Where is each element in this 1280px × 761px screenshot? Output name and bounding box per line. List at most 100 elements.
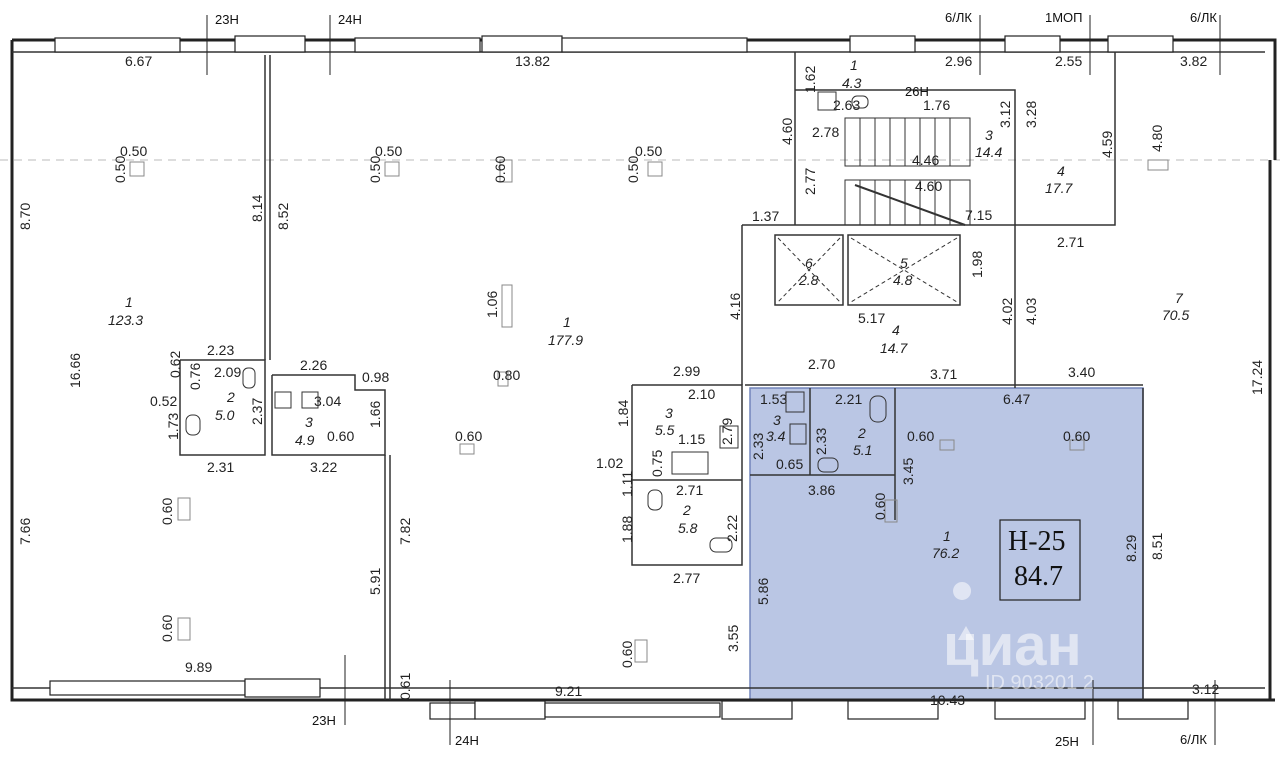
room-number: 3 <box>985 127 993 143</box>
dim-h: 0.60 <box>907 428 934 444</box>
axis-label-top-6lk-2: 6/ЛК <box>1190 10 1217 25</box>
dim-h: 1.53 <box>760 391 787 407</box>
room-area: 4.8 <box>893 272 913 288</box>
dim-h: 7.15 <box>965 207 992 223</box>
room-area: 17.7 <box>1045 180 1073 196</box>
dim-v: 0.60 <box>619 641 635 668</box>
dim-v: 8.70 <box>17 203 33 230</box>
axis-label-top-1mop: 1МОП <box>1045 10 1083 25</box>
dim-v: 4.02 <box>999 298 1015 325</box>
axis-markers <box>206 15 1221 745</box>
dim-v: 1.11 <box>619 471 635 497</box>
windows-top <box>54 35 1174 53</box>
dim-h: 2.99 <box>673 363 700 379</box>
dim-col-2: 0.50 <box>375 143 402 159</box>
dim-v: 1.73 <box>165 413 181 440</box>
unit-code: Н-25 <box>1008 526 1066 557</box>
unit-area: 84.7 <box>1014 561 1063 592</box>
dim-v: 17.24 <box>1249 360 1265 395</box>
watermark-logo-icon <box>953 582 974 640</box>
room-number: 5 <box>900 255 908 271</box>
dim-h: 2.26 <box>300 357 327 373</box>
dim-h: 0.60 <box>1063 428 1090 444</box>
dim-h: 2.78 <box>812 124 839 140</box>
axis-label-bottom-23n: 23Н <box>312 713 336 728</box>
dim-h: 0.60 <box>455 428 482 444</box>
dim-v: 5.86 <box>755 578 771 605</box>
axis-label-top-23n: 23Н <box>215 12 239 27</box>
dim-h: 2.77 <box>673 570 700 586</box>
dim-v: 0.50 <box>112 156 128 183</box>
room-number: 6 <box>805 255 813 271</box>
dim-v: 3.45 <box>900 458 916 485</box>
dim-h: 2.70 <box>808 356 835 372</box>
cian-watermark: циан ID 903201 2 <box>943 582 1094 694</box>
room-number: 3 <box>665 405 673 421</box>
stairs <box>844 117 971 226</box>
dim-v: 2.33 <box>813 428 829 455</box>
dim-top-5: 3.82 <box>1180 53 1207 69</box>
dim-v: 1.62 <box>802 66 818 93</box>
room-number: 2 <box>226 389 235 405</box>
interior-walls <box>179 52 1144 700</box>
dim-h: 2.10 <box>688 386 715 402</box>
dim-v: 2.22 <box>724 515 740 542</box>
dim-v: 4.60 <box>779 118 795 145</box>
plumbing-fixtures <box>185 91 887 553</box>
room-area: 76.2 <box>932 545 959 561</box>
dim-v: 7.66 <box>17 518 33 545</box>
dim-h: 10.43 <box>930 692 965 708</box>
horizontal-dimensions: 2.23 2.09 0.52 2.31 2.26 3.04 0.98 0.60 … <box>150 97 1219 708</box>
vertical-dimensions: 8.70 8.14 8.52 16.66 7.66 1.06 4.16 4.60… <box>17 66 1265 700</box>
axis-label-bottom-25n: 25Н <box>1055 734 1079 749</box>
dim-v: 0.60 <box>159 498 175 525</box>
dim-h: 2.63 <box>833 97 860 113</box>
room-number: 4 <box>892 322 900 338</box>
room-number: 7 <box>1175 290 1184 306</box>
room-number: 1 <box>563 314 571 330</box>
dim-h: 3.12 <box>1192 681 1219 697</box>
room-labels: 1 123.3 1 177.9 2 5.0 3 4.9 3 5.5 2 5.8 … <box>108 57 1189 561</box>
dim-h: 3.40 <box>1068 364 1095 380</box>
room-number: 3 <box>305 414 313 430</box>
dim-h: 0.65 <box>776 456 803 472</box>
room-area: 3.4 <box>766 428 786 444</box>
room-number: 1 <box>943 528 951 544</box>
watermark-id: ID 903201 2 <box>985 672 1094 694</box>
dim-v: 1.06 <box>484 291 500 318</box>
dim-v: 4.59 <box>1099 131 1115 158</box>
dim-v: 1.66 <box>367 401 383 428</box>
room-number: 4 <box>1057 163 1065 179</box>
dim-h: 1.02 <box>596 455 623 471</box>
dim-v: 0.76 <box>187 363 203 390</box>
dim-v: 0.60 <box>492 156 508 183</box>
dim-v: 2.77 <box>802 168 818 195</box>
dim-h: 3.04 <box>314 393 341 409</box>
dim-v: 3.12 <box>997 101 1013 128</box>
dim-v: 0.50 <box>367 156 383 183</box>
dim-v: 8.51 <box>1149 533 1165 560</box>
dim-h: 3.86 <box>808 482 835 498</box>
dim-top-1: 6.67 <box>125 53 152 69</box>
dim-v: 8.52 <box>275 203 291 230</box>
dim-top-4: 2.55 <box>1055 53 1082 69</box>
windows-bottom <box>49 678 1189 720</box>
room-area: 14.7 <box>880 340 908 356</box>
dim-v: 0.60 <box>159 615 175 642</box>
dim-v: 1.98 <box>969 251 985 278</box>
room-number: 3 <box>773 412 781 428</box>
dim-h: 0.52 <box>150 393 177 409</box>
room-area: 5.5 <box>655 422 675 438</box>
dim-h: 9.89 <box>185 659 212 675</box>
dim-v: 7.82 <box>397 518 413 545</box>
axis-label-top-24n: 24Н <box>338 12 362 27</box>
dim-h: 4.46 <box>912 152 939 168</box>
dim-h: 2.31 <box>207 459 234 475</box>
dim-h: 2.71 <box>676 482 703 498</box>
room-number: 2 <box>682 502 691 518</box>
axis-label-bottom-6lk: 6/ЛК <box>1180 732 1207 747</box>
dim-v: 3.55 <box>725 625 741 652</box>
dim-v: 3.28 <box>1023 101 1039 128</box>
unit-tag[interactable]: Н-25 84.7 <box>999 519 1081 601</box>
